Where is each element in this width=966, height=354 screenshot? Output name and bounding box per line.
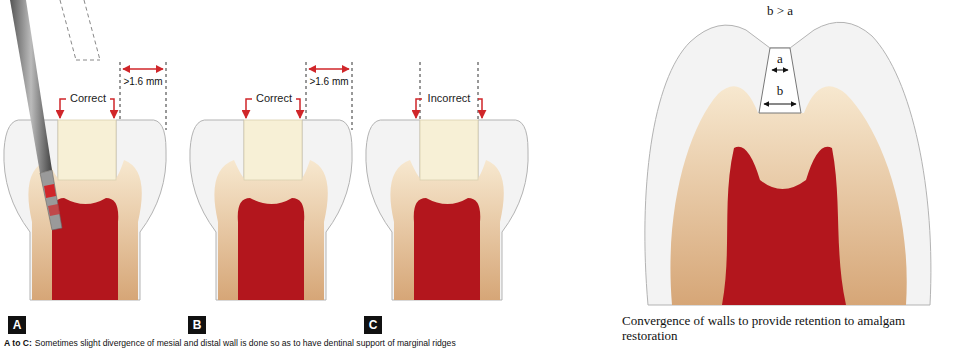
dimension-label: >1.6 mm bbox=[123, 76, 162, 88]
dimension-lines-b bbox=[246, 62, 352, 130]
caption-line: A to C:Sometimes slight divergence of me… bbox=[4, 338, 459, 348]
panel-letter: B bbox=[188, 316, 206, 334]
width-label: b bbox=[777, 84, 784, 99]
molar-section bbox=[645, 22, 931, 305]
wall-label: Incorrect bbox=[428, 92, 471, 105]
wall-label: Correct bbox=[256, 92, 292, 105]
wall-label: Correct bbox=[70, 92, 106, 105]
figure-caption: Convergence of walls to provide retentio… bbox=[622, 314, 927, 344]
dimension-label: >1.6 mm bbox=[309, 76, 348, 88]
width-label: a bbox=[777, 52, 783, 67]
wall-lines-c bbox=[416, 62, 482, 120]
dimension-lines-a bbox=[60, 62, 166, 130]
caption-lead: A to C: bbox=[4, 338, 32, 348]
panel-letter: A bbox=[8, 316, 26, 334]
comparison-label: b > a bbox=[767, 4, 793, 19]
dental-bur bbox=[10, 0, 100, 230]
caption-text: Sometimes slight divergence of mesial an… bbox=[35, 338, 456, 348]
panel-letter: C bbox=[364, 316, 382, 334]
